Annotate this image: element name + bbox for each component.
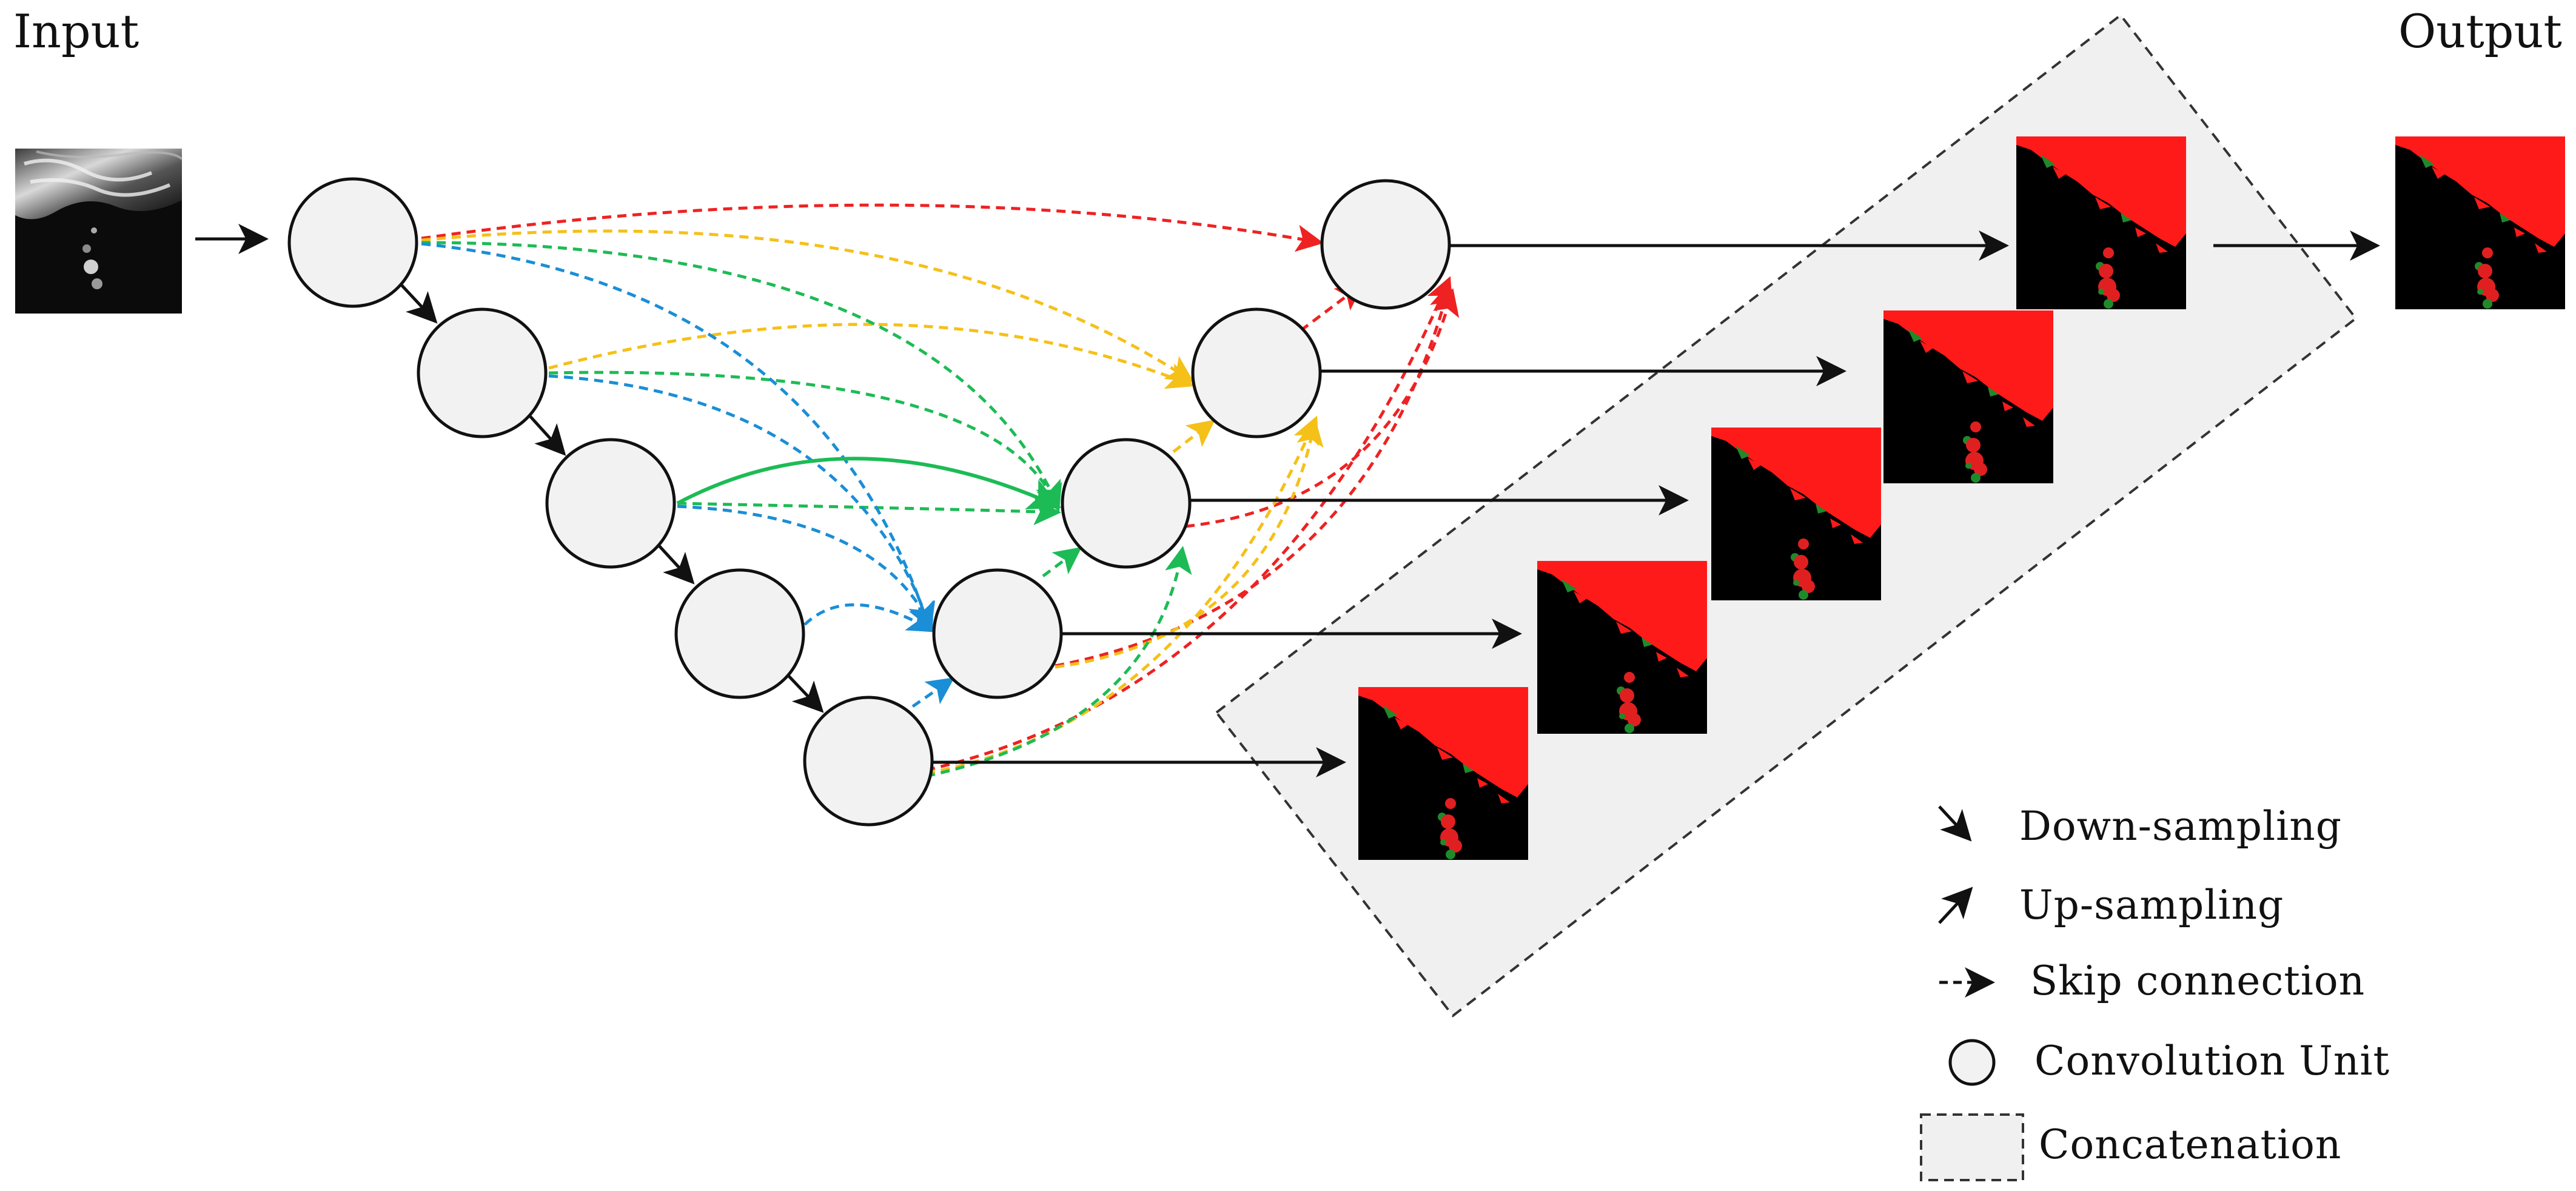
convolution-unit xyxy=(287,177,418,308)
convolution-unit xyxy=(803,696,934,827)
output-arrows xyxy=(932,230,2380,777)
input-label: Input xyxy=(13,4,139,58)
convolution-unit xyxy=(1191,307,1322,438)
mask-output-2 xyxy=(1537,561,1707,734)
output-label: Output xyxy=(2398,4,2562,58)
final-output-mask xyxy=(2395,136,2565,309)
concatenation-icon xyxy=(1920,1113,2024,1181)
up-sampling-icon xyxy=(1938,887,1973,924)
legend-skip-connection: Skip connection xyxy=(2030,958,2365,1004)
legend-down-sampling: Down-sampling xyxy=(2019,803,2342,850)
mask-output-3 xyxy=(1711,428,1881,600)
convolution-unit xyxy=(674,568,805,699)
legend-convolution-unit: Convolution Unit xyxy=(2034,1038,2390,1084)
convolution-unit xyxy=(1061,438,1192,569)
convolution-units xyxy=(287,177,1451,827)
convolution-unit-icon xyxy=(1948,1039,1996,1086)
convolution-unit xyxy=(932,568,1063,699)
legend-up-sampling: Up-sampling xyxy=(2019,882,2284,928)
skip-connections xyxy=(421,203,1460,778)
legend: Down-sampling Up-sampling Skip connectio… xyxy=(1920,803,2390,1181)
mask-output-5 xyxy=(2016,136,2186,309)
dense-connection xyxy=(676,457,1062,509)
convolution-unit xyxy=(545,438,676,569)
mask-output-1 xyxy=(1358,687,1528,860)
legend-concatenation: Concatenation xyxy=(2039,1121,2341,1168)
convolution-unit xyxy=(417,307,548,438)
convolution-unit xyxy=(1320,179,1451,310)
down-sampling-icon xyxy=(1938,805,1972,842)
mask-output-4 xyxy=(1883,310,2053,483)
down-sampling-arrows xyxy=(400,284,824,713)
input-image xyxy=(15,149,183,314)
